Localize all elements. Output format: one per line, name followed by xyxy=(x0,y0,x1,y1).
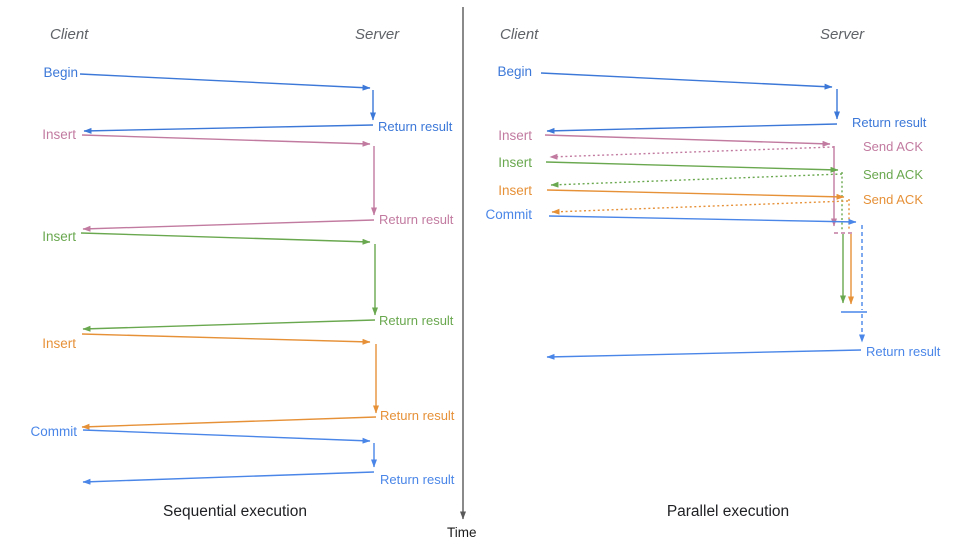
seq-insert3-label: Insert xyxy=(42,336,76,351)
seq-begin-result-label: Return result xyxy=(378,119,453,134)
seq-insert2-response-arrow xyxy=(82,319,376,332)
seq-begin-request-arrow xyxy=(79,73,371,91)
par-insert3-ack-arrow xyxy=(551,200,849,215)
seq-insert3-response-arrow xyxy=(81,416,377,430)
par-final-result-label: Return result xyxy=(866,344,941,359)
par-insert3-ack-label: Send ACK xyxy=(863,192,923,207)
par-insert2-ack-label: Send ACK xyxy=(863,167,923,182)
seq-commit-request-arrow xyxy=(82,429,371,444)
seq-row-insert3: Insert Return result xyxy=(42,333,455,430)
seq-insert1-request-arrow xyxy=(81,134,371,147)
parallel-panel: Client Server Begin Return result Insert… xyxy=(486,26,941,520)
par-insert2-label: Insert xyxy=(498,155,532,170)
seq-row-commit: Commit Return result xyxy=(31,424,455,487)
par-commit-label: Commit xyxy=(486,207,533,222)
sequential-panel: Client Server Begin Return result Insert… xyxy=(31,26,455,520)
par-begin-result-label: Return result xyxy=(852,115,927,130)
par-insert3-request-arrow xyxy=(546,189,845,200)
time-axis: Time xyxy=(447,7,477,540)
par-insert1-request-arrow xyxy=(544,134,831,147)
seq-begin-response-arrow xyxy=(83,124,374,134)
seq-insert1-response-arrow xyxy=(82,219,375,232)
par-insert1-ack-label: Send ACK xyxy=(863,139,923,154)
par-client-header: Client xyxy=(500,26,539,43)
par-insert3-label: Insert xyxy=(498,183,532,198)
seq-commit-label: Commit xyxy=(31,424,78,439)
seq-row-begin: Begin Return result xyxy=(43,65,452,134)
seq-row-insert1: Insert Return result xyxy=(42,127,454,232)
seq-insert2-result-label: Return result xyxy=(379,313,454,328)
par-insert1-label: Insert xyxy=(498,128,532,143)
par-final-response-arrow xyxy=(546,349,862,360)
seq-insert3-result-label: Return result xyxy=(380,408,455,423)
seq-insert2-request-arrow xyxy=(80,232,371,245)
sequential-title: Sequential execution xyxy=(163,503,307,520)
seq-insert1-result-label: Return result xyxy=(379,212,454,227)
seq-server-header: Server xyxy=(355,26,400,43)
par-commit-request-arrow xyxy=(548,215,857,225)
seq-begin-label: Begin xyxy=(43,65,78,80)
parallel-title: Parallel execution xyxy=(667,503,789,520)
par-server-header: Server xyxy=(820,26,865,43)
seq-client-header: Client xyxy=(50,26,89,43)
seq-insert1-label: Insert xyxy=(42,127,76,142)
par-row-commit: Commit Return result xyxy=(486,207,941,360)
seq-row-insert2: Insert Return result xyxy=(42,229,454,332)
par-begin-request-arrow xyxy=(540,72,833,90)
par-begin-label: Begin xyxy=(497,64,532,79)
par-insert1-ack-arrow xyxy=(549,146,835,160)
par-insert2-ack-arrow xyxy=(550,173,843,188)
par-row-begin: Begin Return result xyxy=(497,64,927,134)
seq-insert3-request-arrow xyxy=(81,333,371,345)
seq-commit-result-label: Return result xyxy=(380,472,455,487)
seq-commit-response-arrow xyxy=(82,471,375,485)
par-row-insert2: Insert Send ACK xyxy=(498,155,923,304)
time-axis-label: Time xyxy=(447,525,477,540)
par-row-insert3: Insert Send ACK xyxy=(498,183,923,305)
par-row-insert1: Insert Send ACK xyxy=(498,128,923,227)
par-begin-response-arrow xyxy=(546,123,838,134)
seq-insert2-label: Insert xyxy=(42,229,76,244)
par-insert2-request-arrow xyxy=(545,161,839,173)
